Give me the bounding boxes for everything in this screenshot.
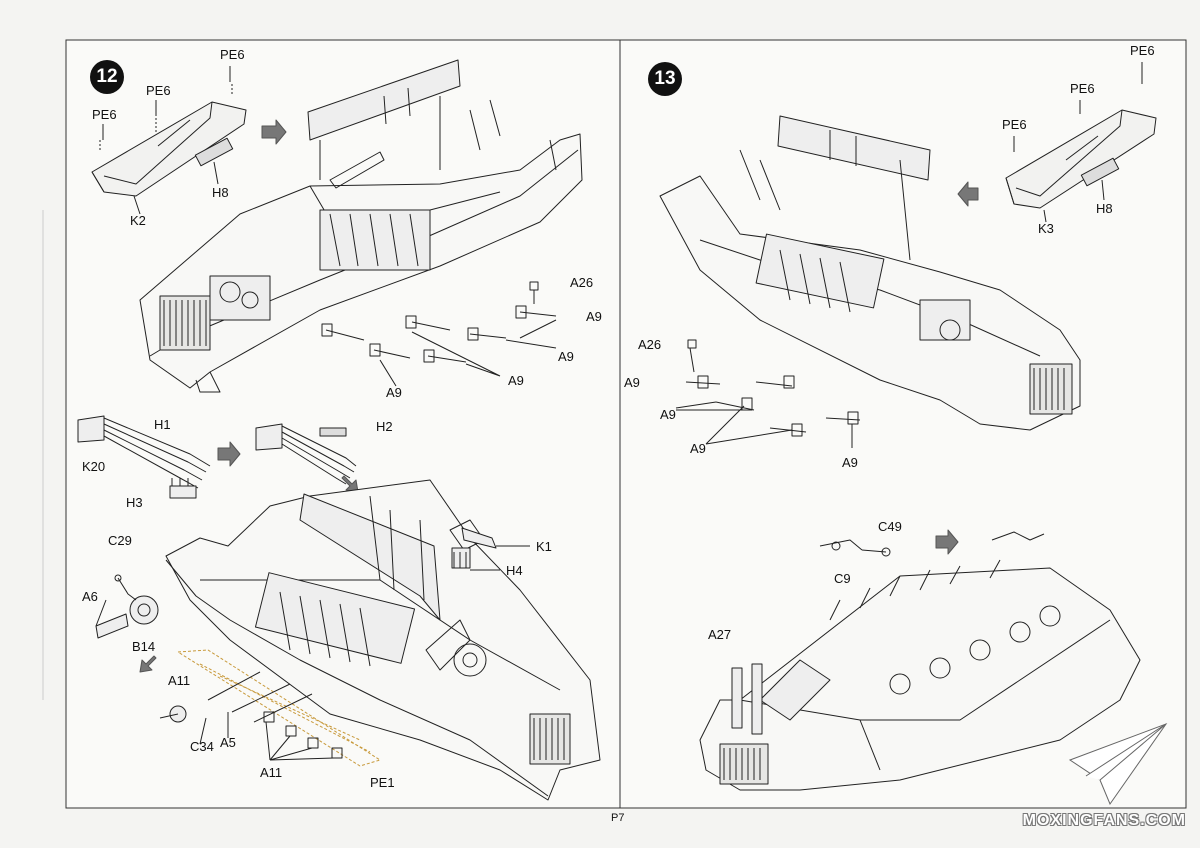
label-c9: C9	[834, 571, 851, 586]
arm-parts-a9-top	[321, 281, 557, 387]
label-a26: A26	[570, 275, 594, 290]
assembly-arrow	[139, 655, 157, 673]
label-pe6: PE6	[1002, 117, 1027, 132]
watermark-text: MOXINGFANS.COM	[1022, 812, 1186, 829]
pe1-photoetch-strip	[177, 649, 381, 767]
label-a11: A11	[260, 765, 283, 780]
arm-parts-a9-step13	[675, 339, 861, 448]
assembly-arrow	[957, 181, 979, 207]
label-k3: K3	[1038, 221, 1054, 236]
label-a9: A9	[842, 455, 858, 470]
watermark-logo-icon	[1068, 722, 1168, 806]
label-a9: A9	[586, 309, 602, 324]
parts-c49-c9	[819, 531, 1045, 557]
hull-assembly-step12-top	[139, 59, 583, 393]
label-c29: C29	[108, 533, 132, 548]
page-number: P7	[611, 812, 625, 824]
label-a9: A9	[386, 385, 402, 400]
label-pe6: PE6	[92, 107, 117, 122]
step-number-12: 12	[90, 60, 124, 94]
label-pe6: PE6	[146, 83, 171, 98]
label-pe6: PE6	[1130, 43, 1155, 58]
hull-assembly-step12-bottom	[165, 479, 601, 801]
label-h3: H3	[126, 495, 143, 510]
assembly-arrow	[341, 475, 359, 493]
label-k20: K20	[82, 459, 106, 474]
label-h4: H4	[506, 563, 523, 578]
label-k2: K2	[130, 213, 146, 228]
label-a27: A27	[708, 627, 732, 642]
label-pe6: PE6	[1070, 81, 1095, 96]
label-k1: K1	[536, 539, 552, 554]
label-a11: A11	[168, 673, 191, 688]
rack-parts-h1-k20	[77, 415, 211, 499]
label-c49: C49	[878, 519, 902, 534]
label-a9: A9	[508, 373, 524, 388]
trough-part-k3	[1005, 109, 1157, 209]
arm-parts-a11	[159, 671, 343, 761]
label-a9: A9	[624, 375, 640, 390]
label-h1: H1	[154, 417, 171, 432]
step-number-13: 13	[648, 62, 682, 96]
label-h2: H2	[376, 419, 393, 434]
label-h8: H8	[212, 185, 229, 200]
assembly-arrow	[217, 441, 241, 467]
assembly-arrow	[261, 119, 287, 145]
trough-part-k2	[91, 84, 247, 197]
label-a9: A9	[690, 441, 706, 456]
label-pe6: PE6	[220, 47, 245, 62]
label-a26: A26	[638, 337, 662, 352]
label-a9: A9	[558, 349, 574, 364]
label-b14: B14	[132, 639, 156, 654]
label-pe1: PE1	[370, 775, 395, 790]
label-a5: A5	[220, 735, 236, 750]
assembly-arrow	[935, 529, 959, 555]
label-a6: A6	[82, 589, 98, 604]
label-a9: A9	[660, 407, 676, 422]
hull-assembly-step13-bottom	[699, 559, 1141, 791]
label-h8: H8	[1096, 201, 1113, 216]
rack-parts-h2	[255, 423, 357, 485]
arm-parts-a6-b14	[95, 574, 159, 639]
parts-h4-k1	[451, 527, 530, 571]
hull-assembly-step13-top	[659, 115, 1081, 431]
label-c34: C34	[190, 739, 214, 754]
